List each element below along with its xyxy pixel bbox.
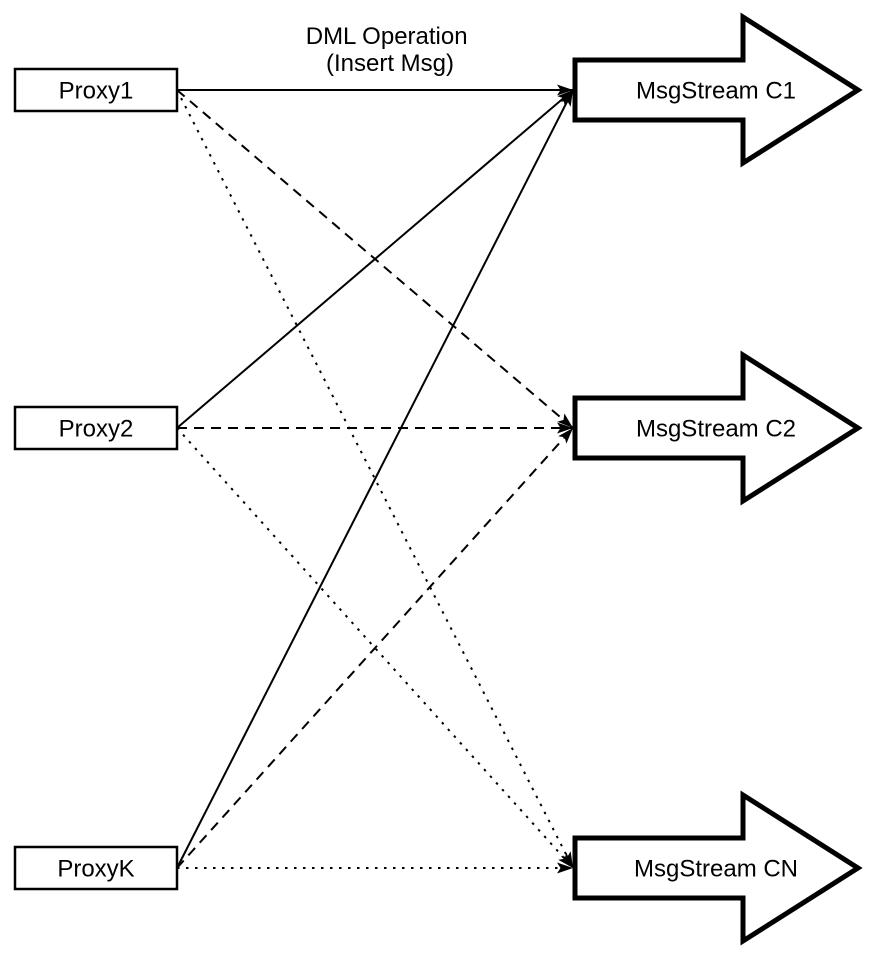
msgstream-c2-label: MsgStream C2 [636,416,796,443]
msgstream-c1-arrow [572,12,863,168]
proxy1-label: Proxy1 [59,78,134,105]
msgstream-cn-arrow [572,790,863,946]
edge-label-line2: (Insert Msg) [326,50,454,77]
proxyk-label: ProxyK [57,856,134,883]
node-proxy1: Proxy1 [13,67,179,113]
edge-proxyk-to-c1-solid [176,89,574,869]
proxy1-box [13,67,179,113]
node-msgstream-c2: MsgStream C2 [572,350,863,506]
node-proxyk: ProxyK [13,845,179,891]
msgstream-c1-label: MsgStream C1 [636,78,796,105]
msgstream-c2-arrow [572,350,863,506]
edge-proxy1-to-cn-dotted [176,89,574,869]
edges-layer [176,84,574,874]
proxy2-box [13,405,179,451]
edge-proxy2-to-c1-solid [176,89,574,429]
edge-label-line1: DML Operation [306,23,468,50]
node-proxy2: Proxy2 [13,405,179,451]
proxyk-box [13,845,179,891]
node-msgstream-c1: MsgStream C1 [572,12,863,168]
edge-label-dml-operation: DML Operation (Insert Msg) [306,23,475,77]
edge-proxyk-to-c2-dashed [176,427,574,869]
node-msgstream-cn: MsgStream CN [572,790,863,946]
msgstream-cn-label: MsgStream CN [634,856,798,883]
proxy2-label: Proxy2 [59,416,134,443]
